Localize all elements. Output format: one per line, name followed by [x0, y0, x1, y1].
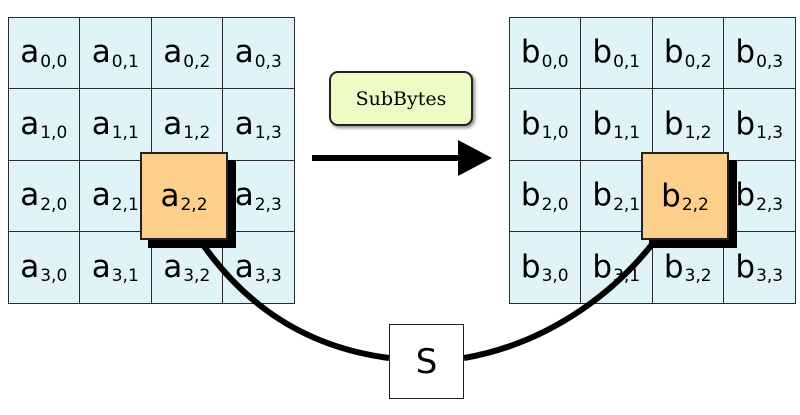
input-cell-symbol: a: [20, 177, 40, 214]
output-cell-symbol: b: [520, 34, 541, 71]
output-cell-symbol: b: [735, 177, 756, 214]
input-cell-index: 2,3: [254, 194, 282, 215]
input-cell-symbol: a: [234, 34, 254, 71]
input-highlight-index: 2,2: [180, 195, 208, 215]
output-cell-symbol: b: [592, 34, 613, 71]
input-cell-index: 1,3: [254, 123, 282, 144]
output-cell-index: 2,1: [613, 194, 641, 215]
input-cell-index: 0,3: [254, 51, 282, 72]
input-cell-index: 0,0: [40, 51, 68, 72]
output-cell-symbol: b: [735, 34, 756, 71]
input-cell-index: 1,1: [111, 123, 139, 144]
output-cell-symbol: b: [663, 105, 684, 142]
input-cell-index: 0,2: [183, 51, 211, 72]
output-cell-index: 3,3: [756, 266, 784, 287]
output-cell-index: 1,1: [613, 123, 641, 144]
input-cell-symbol: a: [91, 177, 111, 214]
output-cell-index: 0,3: [756, 51, 784, 72]
output-cell-index: 1,0: [541, 123, 569, 144]
output-cell-symbol: b: [592, 248, 613, 285]
input-cell-index: 1,0: [40, 123, 68, 144]
output-cell-symbol: b: [592, 177, 613, 214]
sbox-box: S: [389, 324, 464, 399]
output-cell-symbol: b: [735, 248, 756, 285]
input-cell-index: 0,1: [111, 51, 139, 72]
input-cell-symbol: a: [163, 105, 183, 142]
output-cell-symbol: b: [663, 248, 684, 285]
output-cell-index: 1,2: [684, 123, 712, 144]
output-cell-symbol: b: [663, 34, 684, 71]
output-cell-symbol: b: [520, 248, 541, 285]
input-cell-index: 3,1: [111, 266, 139, 287]
input-cell-symbol: a: [234, 105, 254, 142]
input-cell-symbol: a: [234, 177, 254, 214]
output-cell-index: 0,0: [541, 51, 569, 72]
input-cell-symbol: a: [163, 34, 183, 71]
input-cell-symbol: a: [91, 105, 111, 142]
output-highlight-index: 2,2: [681, 195, 709, 215]
output-cell-index: 0,2: [684, 51, 712, 72]
output-cell-index: 0,1: [613, 51, 641, 72]
output-cell-symbol: b: [592, 105, 613, 142]
output-cell-symbol: b: [520, 105, 541, 142]
input-cell-symbol: a: [20, 248, 40, 285]
output-cell-symbol: b: [735, 105, 756, 142]
output-cell-index: 2,3: [756, 194, 784, 215]
subbytes-label: SubBytes: [329, 71, 473, 126]
output-cell-symbol: b: [520, 177, 541, 214]
input-cell-symbol: a: [91, 248, 111, 285]
output-cell-index: 2,0: [541, 194, 569, 215]
input-cell-index: 2,0: [40, 194, 68, 215]
input-cell-index: 3,3: [254, 266, 282, 287]
output-cell-index: 3,0: [541, 266, 569, 287]
output-cell-index: 3,2: [684, 266, 712, 287]
input-cell-index: 3,0: [40, 266, 68, 287]
input-highlight-symbol: a: [160, 177, 180, 214]
output-cell-index: 1,3: [756, 123, 784, 144]
input-cell-index: 3,2: [183, 266, 211, 287]
input-cell-index: 2,1: [111, 194, 139, 215]
transform-arrow-head: [458, 140, 492, 176]
input-cell-symbol: a: [20, 34, 40, 71]
sbox-input-curve: [187, 223, 390, 361]
input-cell-symbol: a: [20, 105, 40, 142]
input-cell-symbol: a: [163, 248, 183, 285]
input-cell-index: 1,2: [183, 123, 211, 144]
input-cell-symbol: a: [234, 248, 254, 285]
input-cell-symbol: a: [91, 34, 111, 71]
sbox-output-curve: [463, 236, 660, 361]
output-highlight-symbol: b: [661, 177, 681, 214]
